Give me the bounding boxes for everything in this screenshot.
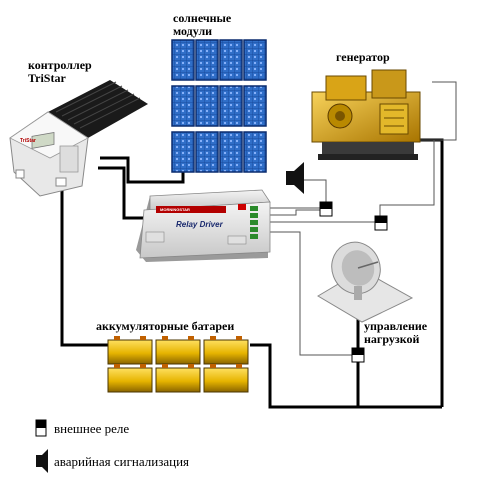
- relay-driver: MORNINGSTAR Relay Driver: [136, 189, 271, 262]
- legend-alarm-label: аварийная сигнализация: [54, 454, 189, 469]
- battery-bank: [107, 339, 249, 393]
- relay-driver-brand: MORNINGSTAR: [160, 207, 190, 212]
- battery-terminals: [114, 336, 242, 368]
- tristar-brand: TriStar: [20, 138, 36, 144]
- load-label-line2: нагрузкой: [364, 332, 419, 346]
- controller-label-line2: TriStar: [28, 71, 66, 85]
- solar-label-line2: модули: [173, 24, 212, 38]
- legend-relay-label: внешнее реле: [54, 421, 129, 436]
- solar-panels: [171, 39, 267, 173]
- relay-contact-icon: [35, 419, 47, 437]
- load-label-line1: управление: [364, 319, 428, 333]
- batteries-label: аккумуляторные батареи: [96, 319, 234, 333]
- relay-contact-icon-generator: [374, 215, 388, 231]
- horn-icon: [286, 162, 304, 194]
- generator-label: генератор: [336, 50, 390, 64]
- satellite-dish-icon: [317, 241, 414, 323]
- relay-contact-icon-load: [351, 347, 365, 363]
- horn-icon: [36, 449, 48, 473]
- solar-label-line1: солнечные: [173, 11, 232, 25]
- signal-wires: [268, 81, 457, 356]
- controller-label-line1: контроллер: [28, 58, 92, 72]
- tristar-controller: TriStar: [9, 80, 148, 197]
- legend-relay: внешнее реле: [35, 419, 129, 437]
- legend-alarm: аварийная сигнализация: [36, 449, 189, 473]
- relay-driver-title: Relay Driver: [176, 220, 224, 229]
- generator: [311, 69, 421, 160]
- relay-contact-icon-alarm: [319, 201, 333, 217]
